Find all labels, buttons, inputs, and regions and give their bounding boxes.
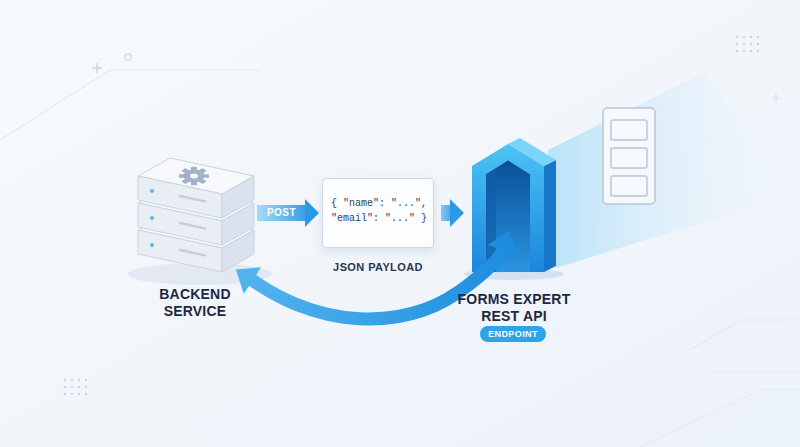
server-side-face [222, 176, 254, 218]
server-front-face [138, 176, 222, 218]
decor-line [0, 70, 260, 140]
dot-grid [735, 35, 763, 56]
node-label: BACKEND SERVICE [130, 286, 260, 320]
server-slot [180, 196, 205, 201]
gate-front-face [472, 144, 544, 272]
decor-plus [92, 63, 102, 73]
forward-arrow [441, 205, 451, 221]
dot-grid [62, 379, 90, 400]
badge-text: ENDPOINT [480, 326, 546, 342]
decor-plus [772, 94, 780, 102]
gear-icon [179, 167, 209, 186]
document-row [611, 120, 647, 140]
gear-body [184, 169, 205, 182]
request-arrow [257, 205, 306, 221]
document-row [611, 176, 647, 196]
gate-inner-side [486, 168, 496, 272]
decor-line [710, 371, 800, 372]
gate-opening [486, 160, 530, 272]
node-label: JSON PAYLOAD [333, 261, 423, 274]
edge-label: POST [267, 207, 296, 219]
server-node: BACKEND SERVICE [137, 157, 253, 269]
endpoint-badge: ENDPOINT [480, 326, 546, 342]
response-arrow [252, 249, 503, 319]
light-ray [548, 72, 790, 268]
code-text: { "name": "...", "email": "..." } [331, 196, 430, 226]
payload-box: { "name": "...", "email": "..." }JSON PA… [322, 178, 434, 248]
document-icon [603, 108, 655, 204]
decor-line [640, 390, 800, 447]
server-light [150, 189, 154, 193]
decor-line [690, 320, 800, 350]
node-label: FORMS EXPERT REST API [439, 291, 589, 325]
decor-circle [125, 54, 131, 60]
server-slot [180, 223, 205, 228]
gear-hole [190, 174, 198, 179]
document-row [611, 148, 647, 168]
gate-side-face [544, 160, 556, 272]
server-slot [180, 250, 205, 255]
server-light [150, 216, 154, 220]
endpoint-gate: FORMS EXPERT REST APIENDPOINT [468, 140, 560, 230]
server-light [150, 243, 154, 247]
